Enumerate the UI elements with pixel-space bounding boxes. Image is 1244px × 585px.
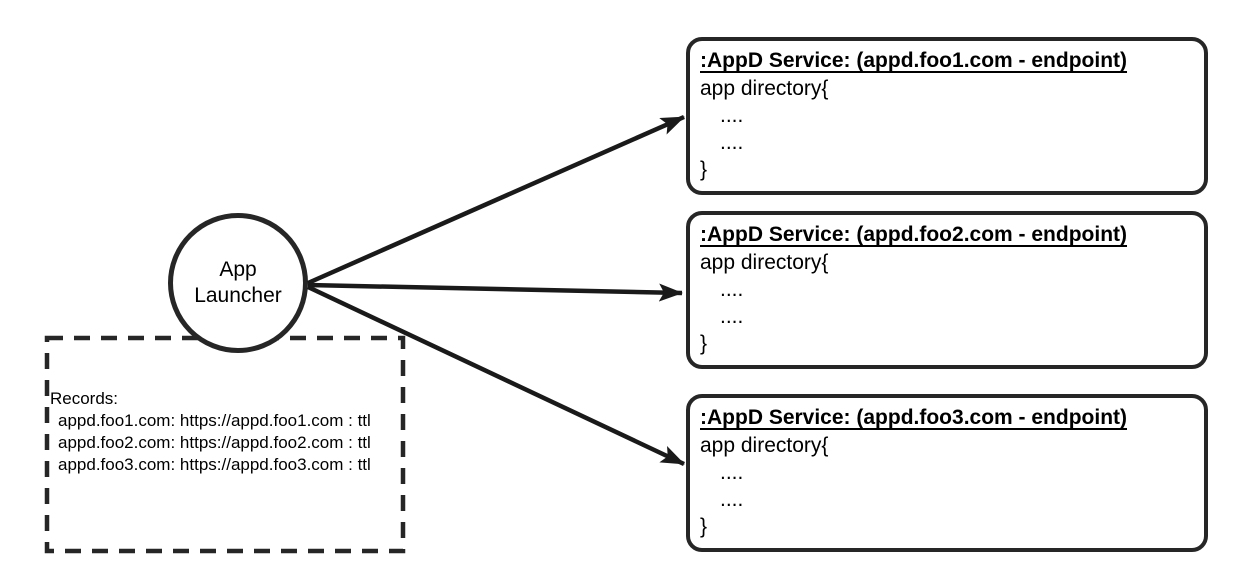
records-entry: appd.foo2.com: https://appd.foo2.com : t… bbox=[58, 433, 371, 452]
records-block: Records: appd.foo1.com: https://appd.foo… bbox=[50, 388, 371, 476]
records-entry: appd.foo3.com: https://appd.foo3.com : t… bbox=[58, 455, 371, 474]
arrow-to-service-1 bbox=[307, 114, 685, 286]
service-box-foo2: :AppD Service: (appd.foo2.com - endpoint… bbox=[686, 211, 1208, 369]
service-body-line: app directory{ bbox=[700, 77, 829, 100]
service-title-foo1: :AppD Service: (appd.foo1.com - endpoint… bbox=[700, 49, 1128, 72]
arrow-to-service-3 bbox=[307, 284, 685, 467]
service-box-foo3: :AppD Service: (appd.foo3.com - endpoint… bbox=[686, 394, 1208, 552]
service-body-line: .... bbox=[720, 278, 744, 301]
service-title-foo2: :AppD Service: (appd.foo2.com - endpoint… bbox=[700, 223, 1128, 246]
service-body-line: } bbox=[700, 158, 708, 181]
service-body-line: app directory{ bbox=[700, 434, 829, 457]
service-body-line: } bbox=[700, 515, 708, 538]
service-box-foo1: :AppD Service: (appd.foo1.com - endpoint… bbox=[686, 37, 1208, 195]
app-launcher-node: App Launcher bbox=[168, 213, 308, 353]
service-title-foo3: :AppD Service: (appd.foo3.com - endpoint… bbox=[700, 406, 1128, 429]
service-body-line: .... bbox=[720, 461, 744, 484]
service-body-line: .... bbox=[720, 305, 744, 328]
app-launcher-label: App Launcher bbox=[194, 258, 282, 307]
service-body-line: } bbox=[700, 332, 708, 355]
arrow-to-service-2 bbox=[307, 282, 683, 302]
records-title: Records: bbox=[50, 389, 119, 408]
records-entry: appd.foo1.com: https://appd.foo1.com : t… bbox=[58, 411, 371, 430]
service-body-line: .... bbox=[720, 104, 744, 127]
service-body-line: .... bbox=[720, 131, 744, 154]
service-body-line: .... bbox=[720, 488, 744, 511]
service-body-line: app directory{ bbox=[700, 251, 829, 274]
